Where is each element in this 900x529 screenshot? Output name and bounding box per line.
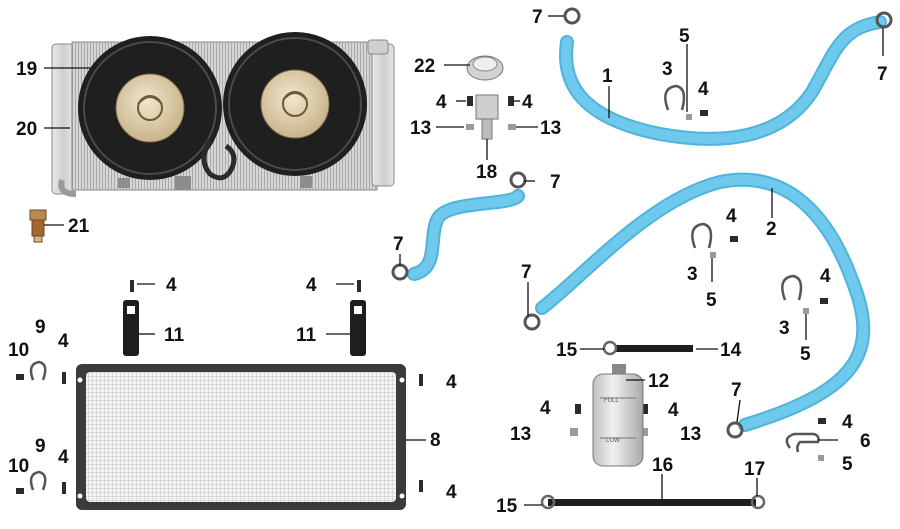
callout-5: 5 <box>842 454 853 475</box>
callout-11: 11 <box>164 325 185 346</box>
fan-wiring <box>201 138 237 181</box>
callout-4: 4 <box>58 447 69 468</box>
washers <box>466 114 824 461</box>
callout-8: 8 <box>430 430 441 451</box>
callout-3: 3 <box>779 318 790 339</box>
callout-5: 5 <box>679 26 690 47</box>
callout-13: 13 <box>540 118 561 139</box>
hose-1 <box>559 15 887 146</box>
callout-15: 15 <box>496 496 518 517</box>
callout-13: 13 <box>680 424 701 445</box>
hose-small <box>407 189 525 281</box>
callout-13: 13 <box>510 424 531 445</box>
radiator-cap-icon <box>466 55 504 81</box>
callout-7: 7 <box>550 172 561 193</box>
callout-4: 4 <box>842 412 853 433</box>
callout-5: 5 <box>800 344 811 365</box>
callout-4: 4 <box>166 275 177 296</box>
tank-full-mark: FULL <box>604 398 619 404</box>
callout-7: 7 <box>393 234 404 255</box>
callout-4: 4 <box>446 372 457 393</box>
callout-12: 12 <box>648 371 669 392</box>
small-pipes <box>540 340 766 510</box>
callout-11: 11 <box>296 325 317 346</box>
temperature-sensor <box>29 209 47 243</box>
callout-5: 5 <box>706 290 717 311</box>
callout-4: 4 <box>698 79 709 100</box>
callout-4: 4 <box>306 275 317 296</box>
callout-17: 17 <box>744 459 765 480</box>
callout-1: 1 <box>602 66 613 87</box>
callout-4: 4 <box>820 266 831 287</box>
callout-14: 14 <box>720 340 742 361</box>
callout-3: 3 <box>687 264 698 285</box>
bracket-clips <box>29 84 820 491</box>
fan-right <box>223 32 367 176</box>
callouts: 19 20 21 22 4 4 13 13 18 7 7 1 5 3 4 7 2… <box>8 7 888 517</box>
callout-15: 15 <box>556 340 578 361</box>
callout-7: 7 <box>731 380 742 401</box>
callout-22: 22 <box>414 56 435 77</box>
coolant-reservoir: FULL LOW <box>592 364 644 467</box>
callout-4: 4 <box>58 331 69 352</box>
callout-4: 4 <box>726 206 737 227</box>
callout-7: 7 <box>532 7 543 28</box>
callout-19: 19 <box>16 59 37 80</box>
callout-9: 9 <box>35 436 46 457</box>
callout-18: 18 <box>476 162 497 183</box>
callout-10: 10 <box>8 456 29 477</box>
callout-4: 4 <box>540 398 551 419</box>
bolt-icon <box>16 96 828 494</box>
callout-13: 13 <box>410 118 431 139</box>
callout-2: 2 <box>766 219 777 240</box>
mounting-rubber <box>123 300 366 356</box>
callout-4: 4 <box>446 482 457 503</box>
callout-9: 9 <box>35 317 46 338</box>
callout-4: 4 <box>522 92 533 113</box>
callout-4: 4 <box>668 400 679 421</box>
callout-16: 16 <box>652 455 673 476</box>
callout-7: 7 <box>521 262 532 283</box>
leader-lines <box>44 15 884 506</box>
callout-3: 3 <box>662 59 673 80</box>
fan-left <box>78 36 222 180</box>
callout-7: 7 <box>877 64 888 85</box>
filler-neck <box>475 94 499 140</box>
callout-21: 21 <box>68 216 90 237</box>
tank-low-mark: LOW <box>606 438 620 444</box>
callout-10: 10 <box>8 340 29 361</box>
radiator-screen <box>76 364 406 510</box>
callout-6: 6 <box>860 431 871 452</box>
callout-4: 4 <box>436 92 447 113</box>
callout-20: 20 <box>16 119 37 140</box>
radiator-assembly <box>51 32 395 197</box>
hose-2 <box>535 172 871 432</box>
